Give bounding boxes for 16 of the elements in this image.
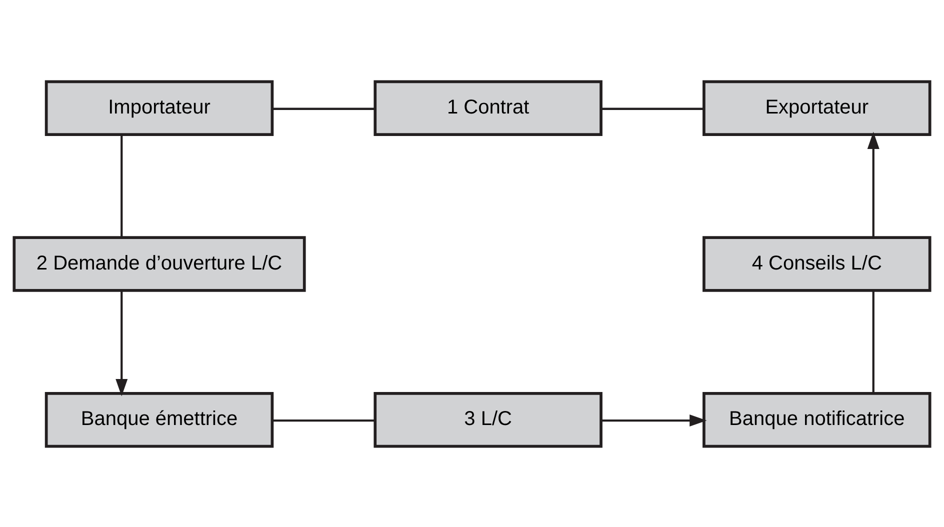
arrow [116,290,128,396]
connector [872,290,874,392]
connector [272,418,375,422]
connector [601,107,704,110]
connector [272,107,375,110]
node-box: Banque notificatrice [702,391,932,448]
node-box: 1 Contrat [374,80,602,136]
node-box: Importateur [44,80,274,136]
node-box: 2 Demande d’ouverture L/C [12,236,306,292]
connector [120,134,123,237]
arrow [601,414,707,426]
node-box: 4 Conseils L/C [702,236,932,292]
node-box: Banque émettrice [44,391,274,448]
node-box: Exportateur [702,80,932,136]
arrow [867,131,880,236]
node-box: 3 L/C [374,391,602,448]
